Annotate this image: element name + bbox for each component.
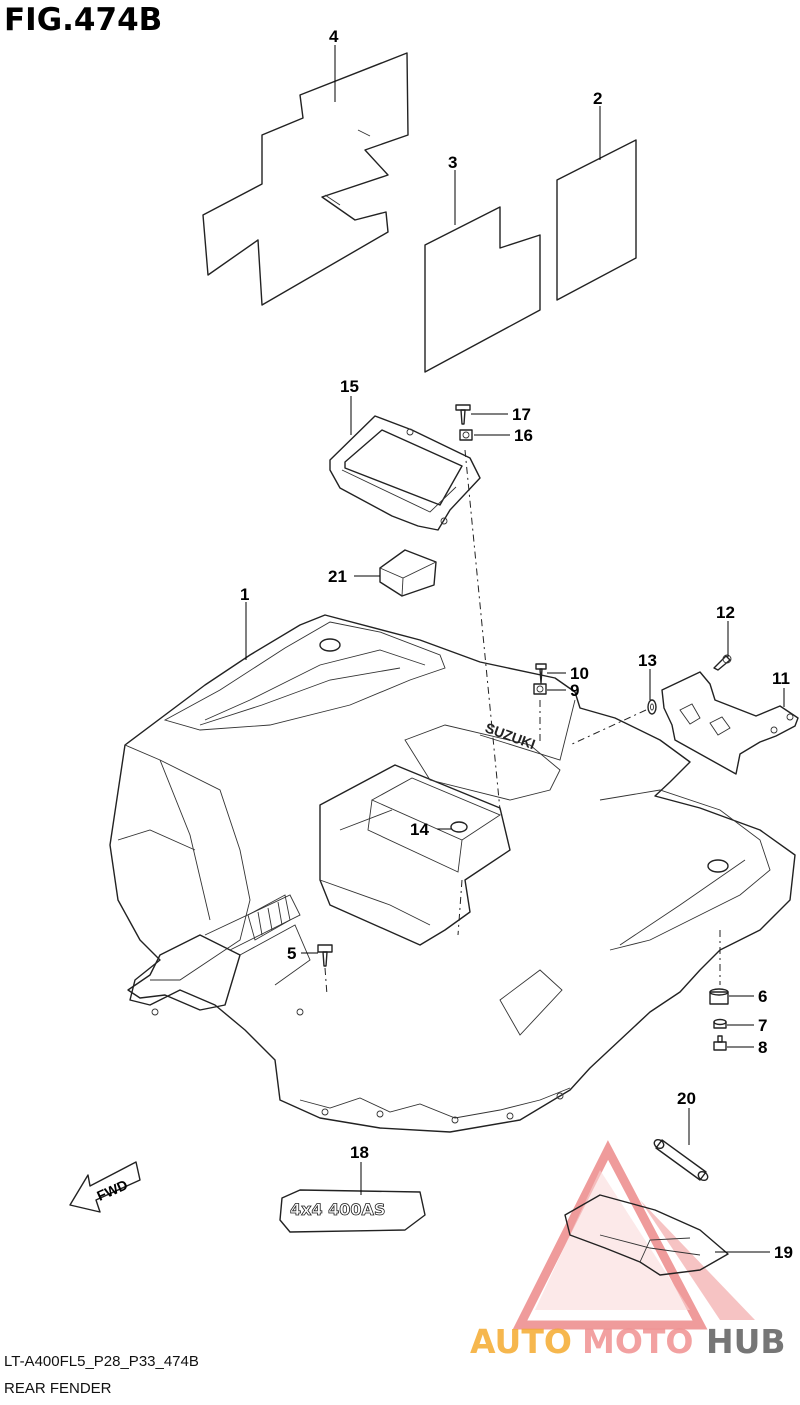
callout-1: 1 (240, 585, 249, 604)
watermark-text: AUTO MOTO HUB (470, 1322, 786, 1361)
callout-8: 8 (758, 1038, 767, 1057)
callout-13: 13 (638, 651, 657, 670)
watermark-logo (512, 1140, 755, 1330)
figure-title: FIG.474B (4, 2, 163, 38)
decal-part-3 (424, 206, 541, 373)
callout-3: 3 (448, 153, 457, 172)
callout-18: 18 (350, 1143, 369, 1162)
callout-2: 2 (593, 89, 602, 108)
grommet-part-6 (709, 988, 729, 1005)
callout-labels: 4 2 3 15 17 16 21 1 12 13 10 9 11 14 5 6… (240, 27, 793, 1262)
fwd-arrow-icon: FWD (69, 1161, 141, 1213)
callout-6: 6 (758, 987, 767, 1006)
callout-4: 4 (329, 27, 339, 46)
callout-11: 11 (772, 669, 790, 688)
emblem-text: 4x4 400AS (290, 1200, 385, 1219)
callout-5: 5 (287, 944, 296, 963)
nut-part-9 (533, 683, 547, 695)
screw-part-17 (455, 404, 471, 425)
figure-code: LT-A400FL5_P28_P33_474B (4, 1353, 199, 1370)
emblem-part-18: 4x4 400AS (279, 1189, 426, 1233)
screw-part-10 (535, 663, 547, 684)
watermark-moto: MOTO (582, 1322, 693, 1361)
block-part-21 (379, 549, 437, 597)
figure-name: REAR FENDER (4, 1380, 112, 1397)
bolt-part-5 (317, 944, 333, 967)
callout-19: 19 (774, 1243, 793, 1262)
bolt-part-8 (713, 1035, 727, 1051)
callout-17: 17 (512, 405, 531, 424)
washer-part-13 (647, 699, 657, 715)
collar-part-7 (713, 1018, 727, 1029)
callout-7: 7 (758, 1016, 767, 1035)
decal-part-4 (202, 52, 409, 306)
nut-part-16 (459, 429, 473, 441)
tray-part-15 (329, 415, 481, 531)
callout-14: 14 (410, 820, 429, 839)
callout-20: 20 (677, 1089, 696, 1108)
pad-part-19 (564, 1194, 729, 1276)
bracket-part-11 (661, 671, 799, 775)
leader-lines (245, 45, 785, 1253)
callout-12: 12 (716, 603, 735, 622)
callout-16: 16 (514, 426, 533, 445)
screw-part-12 (713, 654, 732, 671)
watermark-hub: HUB (706, 1322, 786, 1361)
decal-part-2 (556, 139, 637, 301)
callout-15: 15 (340, 377, 359, 396)
callout-9: 9 (570, 681, 579, 700)
watermark-auto: AUTO (470, 1322, 572, 1361)
rear-fender-part-1: SUZUKI (109, 614, 796, 1133)
tube-part-20 (653, 1138, 709, 1182)
callout-21: 21 (328, 567, 347, 586)
callout-10: 10 (570, 664, 589, 683)
dashed-mount-lines (324, 449, 721, 996)
